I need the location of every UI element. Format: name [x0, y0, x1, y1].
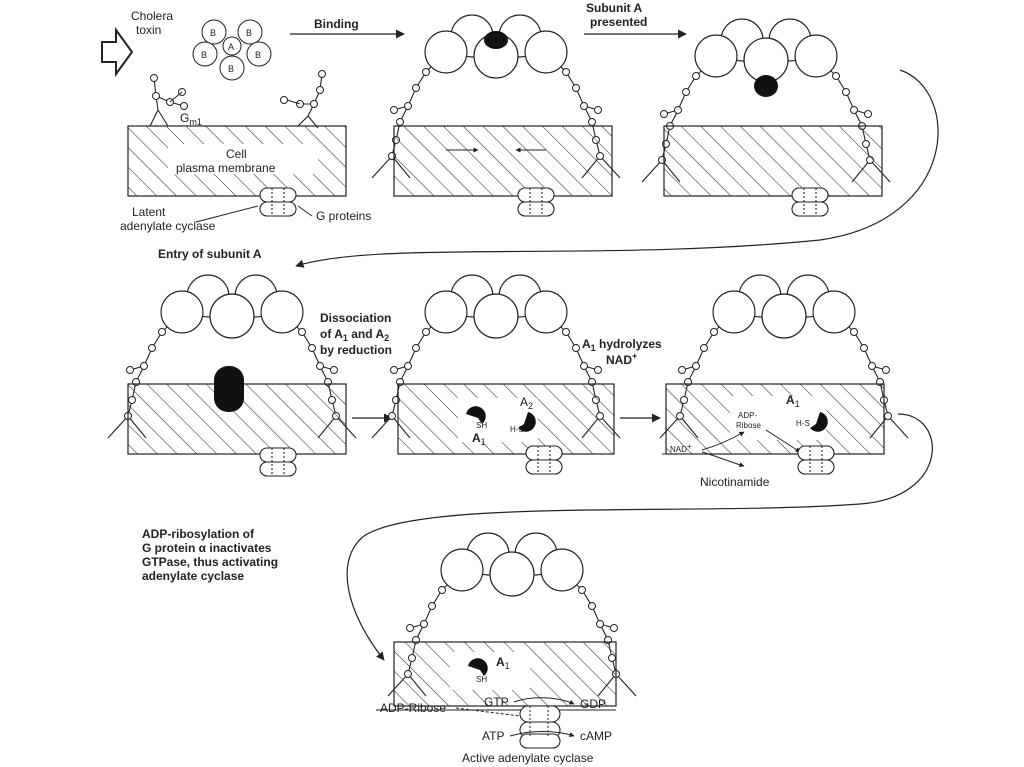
panel-7-activation: SH A1 ADP-Ribose GTP GDP ATP cAMP Active… [376, 532, 637, 765]
panel-6-hydrolysis: H-S A1 ADP- Ribose NAD+ Nicotinamide [659, 274, 909, 489]
svg-text:B: B [210, 28, 216, 38]
of-a1-a2-label: of A1 and A2 [320, 327, 389, 343]
svg-text:SH: SH [476, 675, 487, 684]
membrane-2 [393, 125, 613, 197]
svg-text:A: A [228, 42, 234, 52]
panel-4-entry [107, 274, 357, 477]
svg-text:H-S: H-S [796, 419, 810, 428]
a2-label: A2 [520, 395, 533, 411]
svg-text:B: B [246, 28, 252, 38]
nad-small-label: NAD+ [670, 442, 692, 454]
nad-label: NAD+ [606, 351, 637, 367]
a1-label-6: A1 [786, 393, 800, 409]
adenylate-cyclase-label: adenylate cyclase [120, 219, 216, 233]
svg-text:SH: SH [476, 421, 487, 430]
adp-label: ADP- [738, 411, 757, 420]
subunit-a-label: Subunit A [586, 1, 643, 15]
presented-label: presented [590, 15, 647, 29]
atp-label: ATP [482, 729, 504, 743]
ribose-label: Ribose [736, 421, 761, 430]
cell-label: Cell [226, 147, 247, 161]
toxin-label: toxin [136, 23, 161, 37]
membrane-3 [663, 125, 883, 197]
connector-2 [346, 413, 933, 661]
svg-text:H-S: H-S [510, 425, 524, 434]
free-toxin [192, 19, 272, 81]
binding-label: Binding [314, 17, 359, 31]
camp-label: cAMP [580, 729, 612, 743]
svg-text:B: B [228, 64, 234, 74]
plasma-membrane-label: plasma membrane [176, 161, 276, 175]
dissociation-label: Dissociation [320, 311, 391, 325]
adp-ribose-label: ADP-Ribose [380, 701, 446, 715]
nicotinamide-label: Nicotinamide [700, 475, 770, 489]
gtp-label: GTP [484, 695, 509, 709]
gm1-label: Gm1 [180, 111, 202, 127]
a1-label: A1 [472, 431, 486, 447]
adp-ribosylation-line2: G protein α inactivates [142, 541, 272, 555]
gdp-label: GDP [580, 697, 606, 711]
cholera-label: Cholera [131, 9, 173, 23]
start-arrow-icon [101, 26, 134, 78]
a1-label-7: A1 [496, 655, 510, 671]
adp-ribosylation-line3: GTPase, thus activating [142, 555, 278, 569]
a1-hydrolyzes-label: A1 hydrolyzes [582, 337, 662, 353]
g-proteins-label: G proteins [316, 209, 371, 223]
active-adenylate-cyclase-label: Active adenylate cyclase [462, 751, 594, 765]
panel-5-dissociation: SH H-S A1 A2 [371, 274, 621, 475]
panel-2-binding [371, 14, 621, 217]
connector-1 [295, 69, 939, 268]
svg-text:B: B [255, 50, 261, 60]
by-reduction-label: by reduction [320, 343, 392, 357]
entry-label: Entry of subunit A [158, 247, 262, 261]
latent-label: Latent [132, 205, 166, 219]
adp-ribosylation-line1: ADP-ribosylation of [142, 527, 255, 541]
panel-3-presented [641, 18, 891, 217]
adp-ribosylation-line4: adenylate cyclase [142, 569, 244, 583]
svg-text:B: B [201, 50, 207, 60]
panel-1-unbound: Cholera toxin B B B B B A Gm1 [101, 9, 405, 233]
